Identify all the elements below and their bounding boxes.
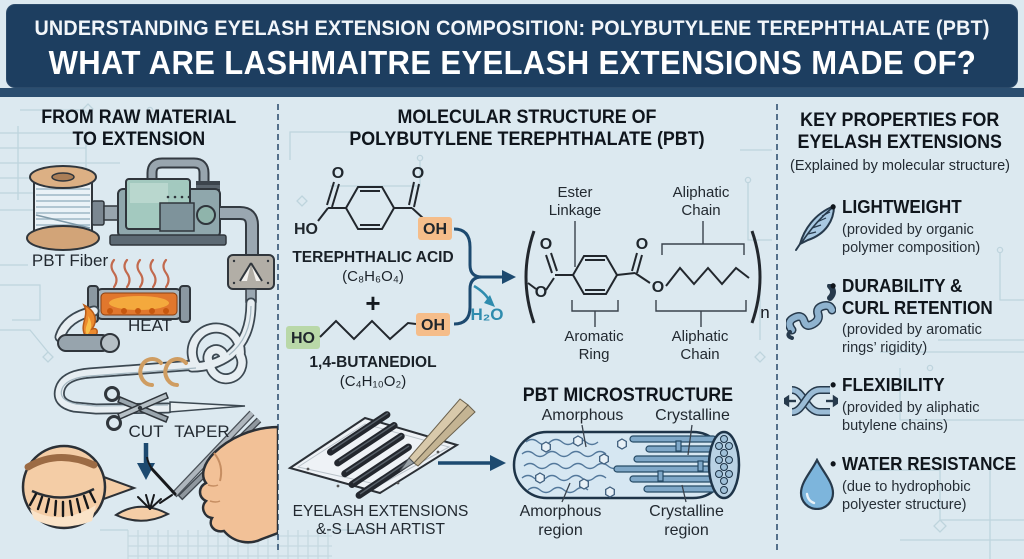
property-item-lightweight: • LIGHTWEIGHT (provided by organic polym… — [830, 197, 1024, 257]
butanediol-name: 1,4-BUTANEDIOL — [309, 354, 437, 371]
property-title: WATER RESISTANCE — [842, 454, 1017, 474]
middle-section-title: MOLECULAR STRUCTURE OF POLYBUTYLENE TERE… — [349, 107, 705, 150]
property-title: LIGHTWEIGHT — [842, 197, 962, 217]
water-drop-icon — [799, 458, 835, 510]
taper-label: TAPER — [174, 422, 230, 441]
microstructure-title: PBT MICROSTRUCTURE — [522, 385, 734, 406]
plus-sign: + — [365, 288, 381, 318]
bullet: • — [830, 375, 837, 395]
atom-o: O — [652, 279, 664, 296]
property-title: DURABILITY & CURL RETENTION — [842, 276, 994, 318]
terephthalic-acid-formula: (C₈H₆O₄) — [342, 268, 404, 285]
flame-icon — [57, 303, 120, 353]
header-bottom-strip — [0, 88, 1024, 97]
property-desc: (provided by organic polymer composition… — [842, 220, 981, 256]
molecular-structure-diagram: O O HO OH HO OH — [286, 165, 770, 503]
cut-label: CUT — [128, 422, 164, 441]
bullet: • — [830, 276, 837, 296]
eye-closeup-icon — [21, 444, 137, 530]
atom-o: O — [332, 165, 344, 182]
terephthalic-acid-name: TEREPHTHALIC ACID — [292, 249, 454, 266]
right-section-title: KEY PROPERTIES FOR EYELASH EXTENSIONS — [797, 110, 1003, 153]
feather-icon — [795, 205, 835, 251]
down-arrow-icon — [137, 443, 155, 480]
bullet: • — [830, 197, 837, 217]
property-item-flexibility: • FLEXIBILITY (provided by aliphatic but… — [830, 375, 1024, 435]
pbt-repeat-unit — [524, 221, 762, 327]
curl-marks-icon — [138, 357, 188, 387]
property-title: FLEXIBILITY — [842, 375, 945, 395]
property-desc: (provided by aromatic rings’ rigidity) — [842, 321, 983, 357]
atom-oh-highlighted: OH — [421, 317, 445, 334]
header-subtitle: UNDERSTANDING EYELASH EXTENSION COMPOSIT… — [34, 17, 990, 40]
hand-tweezers-icon — [113, 410, 278, 544]
amorphous-region-label: Amorphous region — [519, 503, 602, 539]
spool-icon — [26, 165, 119, 251]
process-illustration — [21, 157, 278, 544]
water-label: H₂O — [470, 305, 504, 324]
curl-icon — [786, 284, 836, 340]
heat-label: HEAT — [127, 316, 173, 335]
aliphatic-chain-top-label: Aliphatic Chain — [672, 184, 730, 219]
butanediol-structure — [286, 313, 450, 349]
left-section-title: FROM RAW MATERIAL TO EXTENSION — [41, 107, 237, 150]
butanediol-formula: (C₄H₁₀O₂) — [339, 373, 407, 390]
crystalline-region-label: Crystalline region — [649, 503, 724, 539]
pbt-fiber-band — [53, 297, 257, 415]
divider-left — [277, 104, 279, 550]
lash-tray-label: EYELASH EXTENSIONS &-S LASH ARTIST — [292, 503, 469, 539]
atom-ho: HO — [294, 221, 318, 238]
atom-o: O — [535, 284, 547, 301]
water-release-arrow-icon — [473, 284, 495, 307]
right-section-subtitle: (Explained by molecular structure) — [789, 158, 1010, 174]
bullet: • — [830, 454, 837, 474]
microstructure-cylinder — [512, 424, 741, 503]
atom-oh-highlighted: OH — [423, 221, 447, 238]
terephthalic-acid-structure — [317, 181, 452, 240]
ester-linkage-label: Ester Linkage — [548, 184, 602, 219]
amorphous-label: Amorphous — [541, 407, 624, 424]
aromatic-ring-label: Aromatic Ring — [564, 328, 624, 363]
divider-right — [776, 104, 778, 550]
property-desc: (provided by aliphatic butylene chains) — [842, 398, 980, 434]
condensation-arrow-icon — [453, 227, 516, 326]
scissors-icon — [104, 386, 169, 431]
page-title: WHAT ARE LASHMAITRE EYELASH EXTENSIONS M… — [48, 44, 976, 81]
lash-tray-icon — [287, 398, 476, 499]
atom-o: O — [412, 165, 424, 182]
property-item-water-resistance: • WATER RESISTANCE (due to hydrophobic p… — [830, 454, 1024, 514]
atom-ho-highlighted: HO — [291, 330, 315, 347]
extruder-machine-icon — [91, 157, 227, 246]
heater-icon — [87, 285, 191, 323]
property-desc: (due to hydrophobic polyester structure) — [842, 477, 971, 513]
crystalline-label: Crystalline — [655, 407, 730, 424]
property-item-durability: • DURABILITY & CURL RETENTION (provided … — [830, 276, 1024, 358]
tray-tweezers-icon — [399, 398, 476, 472]
tray-to-cylinder-arrow-icon — [438, 455, 506, 471]
repeat-subscript-n: n — [760, 303, 769, 322]
pbt-fiber-label: PBT Fiber — [31, 251, 109, 270]
header-banner — [6, 4, 1018, 88]
heat-waves-icon — [110, 258, 170, 289]
aliphatic-chain-bottom-label: Aliphatic Chain — [671, 328, 729, 363]
flex-icon — [784, 386, 838, 416]
atom-o: O — [540, 236, 552, 253]
pressure-gauge-icon — [220, 206, 275, 303]
atom-o: O — [636, 236, 648, 253]
taper-fiber-icon — [169, 401, 246, 413]
